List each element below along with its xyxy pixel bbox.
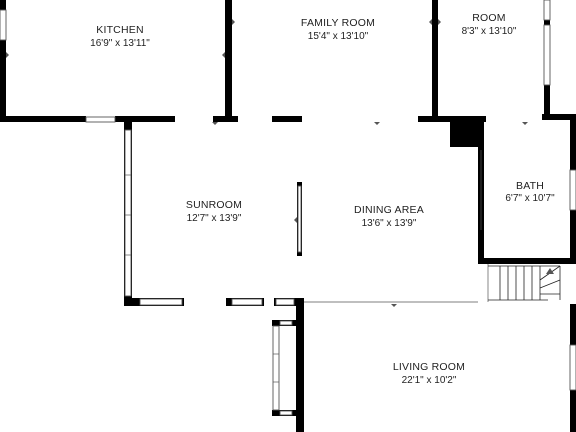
wall-kitchen-family-divider [225,0,232,122]
chimney-block [450,120,480,147]
room-name: ROOM [472,12,505,24]
kitchen-name: KITCHEN [96,24,144,36]
bath-dimensions: 6'7" x 10'7" [505,193,555,204]
window-kitchen-bottom [85,116,116,123]
sunroom-dimensions: 12'7" x 13'9" [187,213,242,224]
wall-mid-top-segment-3 [418,116,486,122]
window-room-right [543,0,551,21]
wall-kitchen-left [0,0,6,116]
door-mark-sunroom-dining [294,217,297,223]
window-bay [272,325,280,411]
sunroom-name: SUNROOM [186,199,242,211]
room-labels: KITCHEN 16'9" x 13'11" FAMILY ROOM 15'4"… [90,12,555,386]
door-mark-kitchen-right [222,52,225,58]
window-sunroom-bottom-left [139,298,183,306]
wall-bath-bottom [478,258,576,264]
family-room-name: FAMILY ROOM [301,17,375,29]
door-marks [6,19,528,307]
wall-mid-top-segment-2 [272,116,302,122]
wall-room-bottom-right [542,114,576,120]
window-sunroom-bottom-right [275,298,295,306]
wall-kitchen-bottom-right [115,116,175,122]
door-mark-living-top [391,304,397,307]
bath-name: BATH [516,180,544,192]
stairs [488,265,561,301]
door-mark-family-right [429,19,432,25]
stair-arrow-icon [546,268,554,274]
window-kitchen-left [0,9,7,41]
dining-area-name: DINING AREA [354,204,424,216]
window-living-right [569,344,576,391]
wall-family-room-divider [432,0,438,120]
room-dimensions: 8'3" x 13'10" [462,26,517,37]
living-room-name: LIVING ROOM [393,361,465,373]
family-room-dimensions: 15'4" x 13'10" [308,31,369,42]
window-sunroom-bottom-mid [231,298,263,306]
wall-mid-top-segment-1 [213,116,238,122]
window-sunroom-dining [297,185,302,253]
door-mark-sunroom-top [212,122,218,125]
window-bath-right [569,169,576,211]
window-sunroom-left [124,129,132,297]
kitchen-dimensions: 16'9" x 13'11" [90,38,150,49]
door-mark-kitchen-left [6,52,9,58]
wall-living-left [296,304,304,432]
stair-winder-3 [539,279,561,289]
door-mark-family-left [232,19,235,25]
door-mark-dining-top [374,122,380,125]
door-mark-room-left [438,19,441,25]
window-bay-bottom [279,410,293,416]
living-room-dimensions: 22'1" x 10'2" [402,375,457,386]
window-room-right-lower [543,24,551,86]
window-bay-top [279,320,293,326]
dining-area-dimensions: 13'6" x 13'9" [362,218,417,229]
windows [0,0,576,416]
door-mark-bath-top [522,122,528,125]
openings [304,150,489,303]
wall-kitchen-bottom [0,116,86,122]
